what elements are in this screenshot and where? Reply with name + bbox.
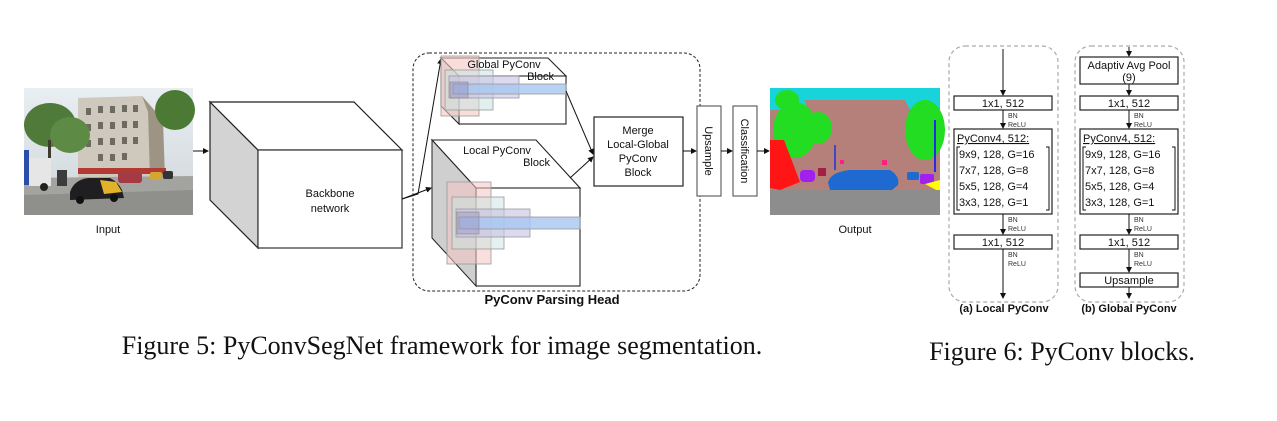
merge-label-line1: Merge [622,125,653,137]
upsample-block [696,105,722,197]
global-pyconv-row: 7x7, 128, G=8 [1085,165,1154,177]
local-bn-2: BN [1008,217,1018,224]
output-label: Output [838,224,871,236]
parsing-head-title: PyConv Parsing Head [484,292,619,307]
merge-label-line3: PyConv [619,153,658,165]
backbone-label-line2: network [311,203,350,215]
local-bn-3: BN [1008,252,1018,259]
local-pyconv-row: 3x3, 128, G=1 [959,197,1028,209]
global-block-label-line1: Global PyConv [467,59,541,71]
input-label: Input [96,224,120,236]
global-pool-box [1079,56,1179,85]
local-bn-1: BN [1008,113,1018,120]
figure-5-caption: Figure 5: PyConvSegNet framework for ima… [122,331,762,360]
figure-5: Input Backbone network PyConv Parsing He… [24,52,945,360]
local-conv-out-label: 1x1, 512 [982,237,1024,249]
global-pyconv-row: 3x3, 128, G=1 [1085,197,1154,209]
local-block-label-line2: Block [523,157,550,169]
input-image [24,88,195,215]
global-relu-2: ReLU [1134,226,1152,233]
local-relu-2: ReLU [1008,226,1026,233]
merge-label-line4: Block [625,167,652,179]
local-panel-label: (a) Local PyConv [959,303,1049,315]
arrow-global-to-merge [565,90,594,155]
global-bracket-right [1172,146,1176,211]
global-pyconv-panel: Adaptiv Avg Pool (9) 1x1, 512 BN ReLU Py… [1074,45,1185,315]
global-bn-1: BN [1134,113,1144,120]
global-pool-line1: Adaptiv Avg Pool [1088,60,1171,72]
merge-label-line2: Local-Global [607,139,669,151]
backbone-cube [208,100,404,250]
global-pyconv-block-diagram [439,55,568,126]
global-pyconv-row: 9x9, 128, G=16 [1085,149,1161,161]
global-relu-3: ReLU [1134,261,1152,268]
global-bn-2: BN [1134,217,1144,224]
local-pyconv-row: 9x9, 128, G=16 [959,149,1035,161]
local-pyconv-block-diagram [430,138,582,288]
backbone-label-line1: Backbone [306,188,355,200]
global-conv-out-label: 1x1, 512 [1108,237,1150,249]
global-panel-container [1074,45,1185,303]
global-panel-label: (b) Global PyConv [1081,303,1177,315]
classification-label: Classification [738,119,750,184]
arrow-backbone-to-local [401,186,432,200]
classification-block [732,105,758,197]
local-bracket-left [956,146,960,211]
global-pool-line2: (9) [1122,72,1135,84]
global-bracket-left [1082,146,1086,211]
local-pyconv-box [953,128,1053,215]
local-pyconv-row: 5x5, 128, G=4 [959,181,1028,193]
local-panel-container [948,45,1059,303]
global-conv-in-label: 1x1, 512 [1108,98,1150,110]
local-pyconv-row: 7x7, 128, G=8 [959,165,1028,177]
local-pyconv-panel: 1x1, 512 BN ReLU PyConv4, 512: 9x9, 128,… [948,45,1059,315]
local-block-label-line1: Local PyConv [463,145,531,157]
global-pyconv-box [1079,128,1179,215]
local-bracket-right [1046,146,1050,211]
output-segmentation-image [770,88,945,215]
global-upsample-label: Upsample [1104,275,1154,287]
merge-block [593,116,684,187]
global-bn-3: BN [1134,252,1144,259]
local-relu-3: ReLU [1008,261,1026,268]
figure-6: 1x1, 512 BN ReLU PyConv4, 512: 9x9, 128,… [929,45,1195,366]
local-relu-1: ReLU [1008,122,1026,129]
global-relu-1: ReLU [1134,122,1152,129]
local-conv-in-label: 1x1, 512 [982,98,1024,110]
local-pyconv-title: PyConv4, 512: [957,133,1029,145]
figure-6-caption: Figure 6: PyConv blocks. [929,337,1195,366]
upsample-label: Upsample [702,126,714,176]
global-pyconv-row: 5x5, 128, G=4 [1085,181,1154,193]
global-pyconv-title: PyConv4, 512: [1083,133,1155,145]
global-block-label-line2: Block [527,71,554,83]
arrow-local-to-merge [569,156,594,179]
